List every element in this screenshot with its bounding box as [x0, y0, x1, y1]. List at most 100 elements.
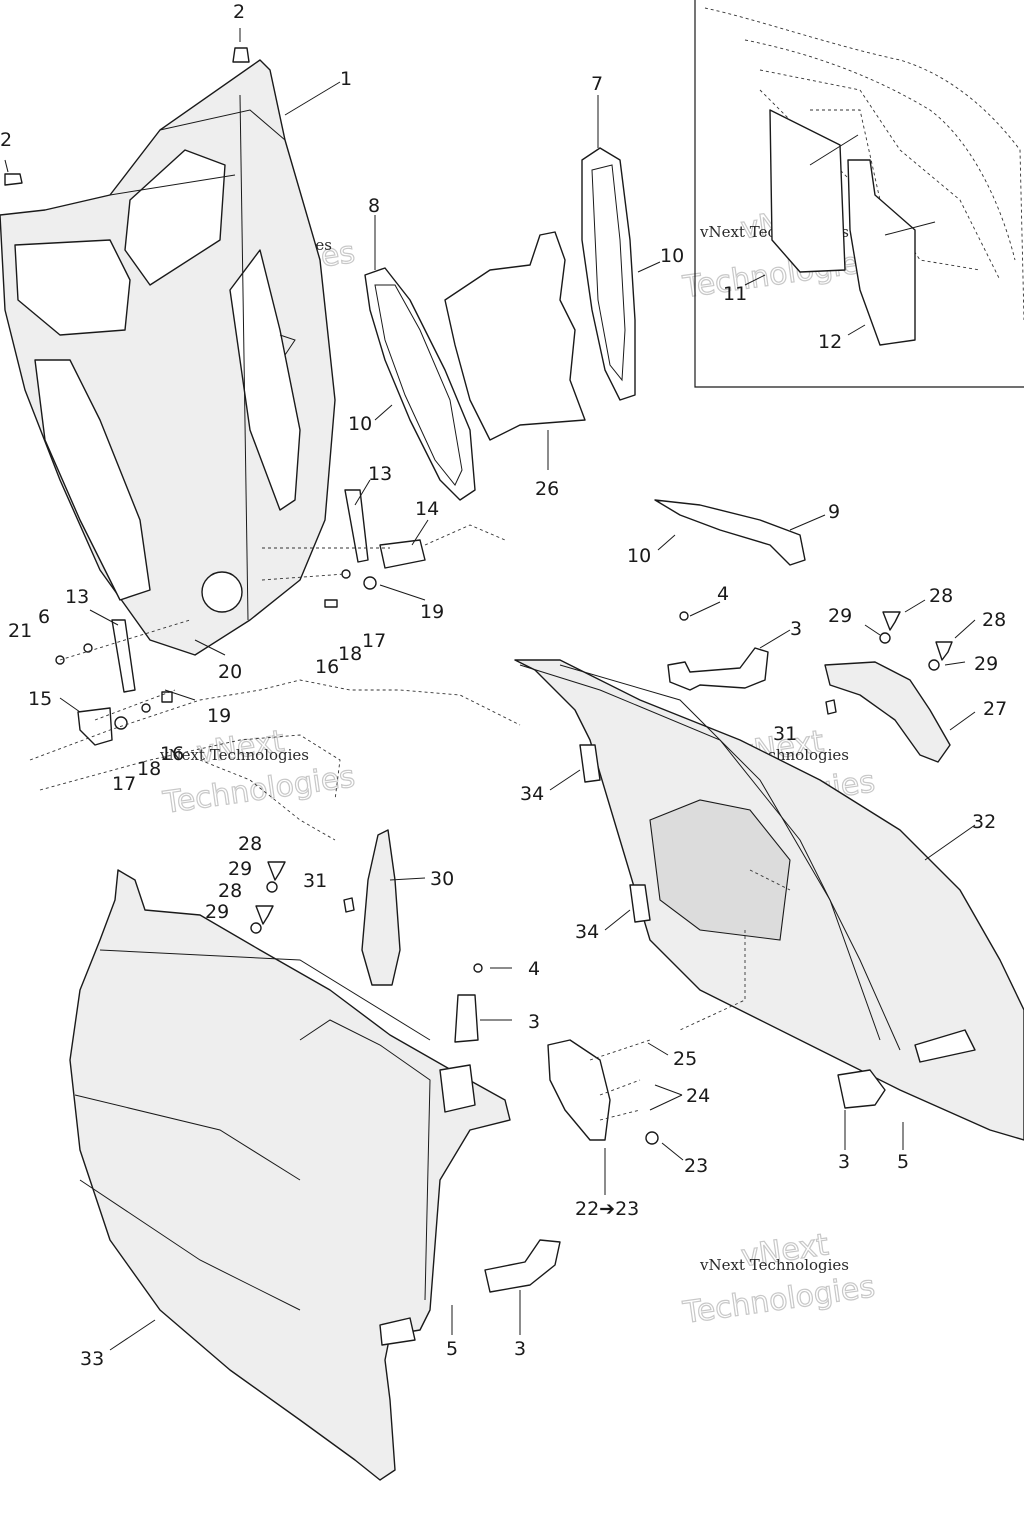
inset-frame [694, 0, 1024, 388]
part-29-washer [879, 632, 891, 644]
part-17-washer [363, 576, 377, 590]
callout-4: 4 [717, 583, 729, 605]
callout-5: 5 [897, 1151, 909, 1173]
part-2-clip-top [232, 47, 250, 63]
part-13-bracket-left [111, 619, 136, 693]
inset-panel-12 [847, 159, 916, 346]
part-23-nut [645, 1131, 659, 1145]
part-4-cap [473, 963, 483, 973]
callout-18: 18 [338, 643, 362, 665]
callout-31: 31 [303, 870, 327, 892]
part-30-deflector [361, 829, 401, 986]
inset-ghost-outline [704, 7, 1024, 321]
callout-14: 14 [415, 498, 439, 520]
inset-panel-11 [769, 109, 846, 273]
part-33-latch-upper [439, 1064, 476, 1113]
part-8-grille-frame [364, 267, 476, 501]
part-28-fastener [255, 905, 274, 925]
part-32-recess [649, 799, 791, 941]
part-28-fastener [882, 611, 901, 631]
callout-28: 28 [982, 609, 1006, 631]
leader-lines [4, 28, 976, 1351]
part-31-screw [825, 699, 837, 715]
callout-8: 8 [368, 195, 380, 217]
callout-19: 19 [207, 705, 231, 727]
callout-32: 32 [972, 811, 996, 833]
callout-17: 17 [112, 773, 136, 795]
part-27-deflector [824, 661, 951, 763]
callout-20: 20 [218, 661, 242, 683]
part-31-screw [343, 897, 355, 913]
part-33-lower-panel [69, 869, 511, 1481]
part-3-latch-bottom [484, 1239, 561, 1293]
callout-5: 5 [446, 1338, 458, 1360]
callout-29: 29 [974, 653, 998, 675]
part-7-grille-frame [581, 147, 636, 401]
callout-9: 9 [828, 501, 840, 523]
callout-10: 10 [348, 413, 372, 435]
callout-29: 29 [205, 901, 229, 923]
callout-28: 28 [238, 833, 262, 855]
part-34-clip-upper [579, 744, 601, 783]
watermark-bottom-right: vNext Technologies [680, 1227, 878, 1332]
callout-3: 3 [528, 1011, 540, 1033]
part-18-washer [341, 569, 351, 579]
part-28-fastener [935, 641, 953, 661]
callout-34: 34 [575, 921, 599, 943]
callout-2: 2 [233, 1, 245, 23]
part-9-trim [654, 499, 806, 566]
callout-28: 28 [929, 585, 953, 607]
callout-23: 23 [684, 1155, 708, 1177]
watermark-text: vNext Technologies [699, 1256, 849, 1274]
part-28-fastener [267, 861, 286, 881]
callout-19: 19 [420, 601, 444, 623]
part-3-latch-right [837, 1069, 886, 1109]
callout-16: 16 [315, 656, 339, 678]
part-16-bolt [324, 599, 338, 608]
callout-29: 29 [828, 605, 852, 627]
callout-numbers: 2 2 1 7 8 10 10 10 11 12 26 13 14 9 19 1… [0, 1, 1007, 1370]
callout-33: 33 [80, 1348, 104, 1370]
callout-34: 34 [520, 783, 544, 805]
inset-detail [694, 0, 1024, 388]
callout-13: 13 [65, 586, 89, 608]
part-1-front-panel [0, 59, 336, 656]
part-22-bracket [547, 1039, 611, 1141]
part-33-latch-lower [379, 1317, 416, 1346]
callout-3: 3 [790, 618, 802, 640]
part-13-bracket-right [344, 489, 369, 563]
watermark-technologies: Technologies [680, 1269, 877, 1331]
part-26-insert [444, 231, 586, 441]
callout-6: 6 [38, 606, 50, 628]
callout-17: 17 [362, 630, 386, 652]
bracket-hardware-right [261, 489, 506, 608]
part-32-handle [914, 1029, 976, 1063]
callout-7: 7 [591, 73, 603, 95]
callout-22-to-23: 22➔23 [575, 1198, 639, 1220]
part-3-latch-mid [454, 994, 479, 1043]
callout-21: 21 [8, 620, 32, 642]
watermark-technologies: Technologies [160, 759, 357, 821]
part-18-washer [141, 703, 151, 713]
watermark-mid-left: vNext Technologies [160, 723, 358, 821]
part-16-bolt [161, 691, 173, 703]
part-29-washer [928, 659, 940, 671]
part-29-washer [266, 881, 278, 893]
part-3-latch-top [667, 647, 769, 691]
part-1-side-window [229, 249, 301, 511]
part-32-side-panel [514, 659, 1024, 1141]
callout-13: 13 [368, 463, 392, 485]
callout-10: 10 [627, 545, 651, 567]
part-6-washer [83, 643, 93, 653]
callout-11: 11 [723, 283, 747, 305]
callout-29: 29 [228, 858, 252, 880]
part-1-vent-left [14, 239, 131, 336]
part-15-bracket [77, 707, 113, 746]
part-17-washer [114, 716, 128, 730]
callout-16: 16 [160, 743, 184, 765]
callout-1: 1 [340, 68, 352, 90]
part-14-bracket [379, 539, 426, 569]
bracket-hardware-left [55, 619, 191, 746]
part-29-washer [250, 922, 262, 934]
